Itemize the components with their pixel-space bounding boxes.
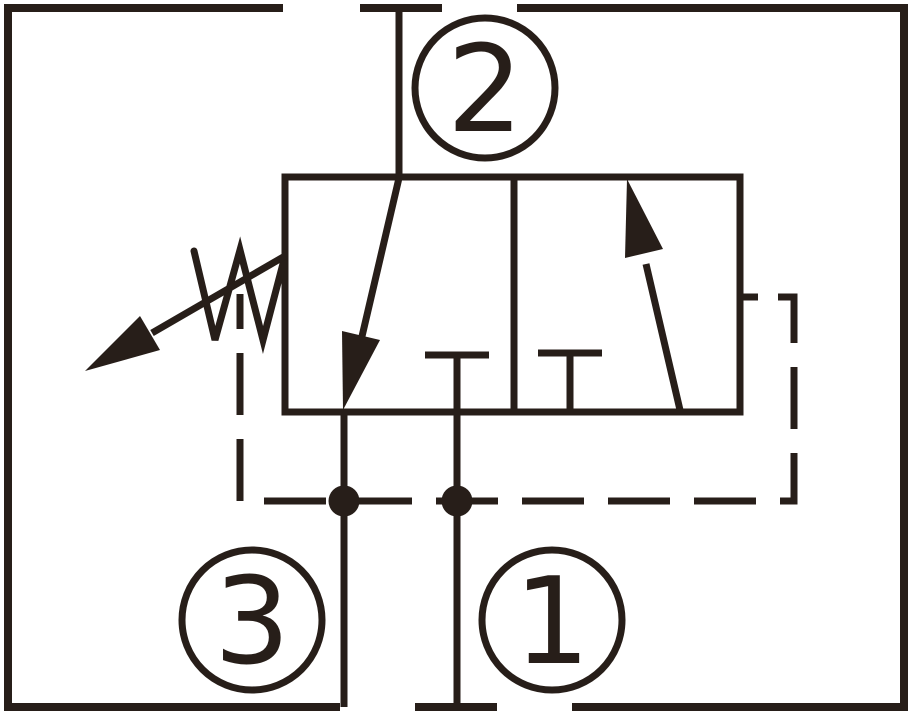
schematic-linework: [4, 4, 908, 711]
port-3-label: 3: [214, 553, 290, 692]
port-labels: 2 3 1: [214, 21, 590, 692]
port-1-circle: [478, 546, 626, 694]
pilot-line-dashed: [236, 293, 798, 505]
port-2-circle: [411, 14, 559, 162]
spring-symbol: [190, 236, 289, 354]
junction-dot-port-1: [441, 485, 473, 517]
port-1-label: 1: [514, 553, 590, 692]
port-2-label: 2: [447, 21, 523, 160]
right-flow-arrow-line: [642, 263, 684, 411]
left-flow-arrowhead-icon: [342, 331, 380, 410]
right-flow-arrowhead-icon: [625, 179, 663, 258]
left-flow-arrow-line: [352, 177, 403, 363]
right-blocked-port-symbol: [538, 349, 602, 412]
schematic-fills: [85, 179, 663, 517]
adjustment-arrow-line: [150, 252, 287, 337]
junction-dot-port-3: [328, 485, 360, 517]
port-3-circle: [178, 546, 326, 694]
adjustment-arrowhead-icon: [85, 316, 160, 371]
